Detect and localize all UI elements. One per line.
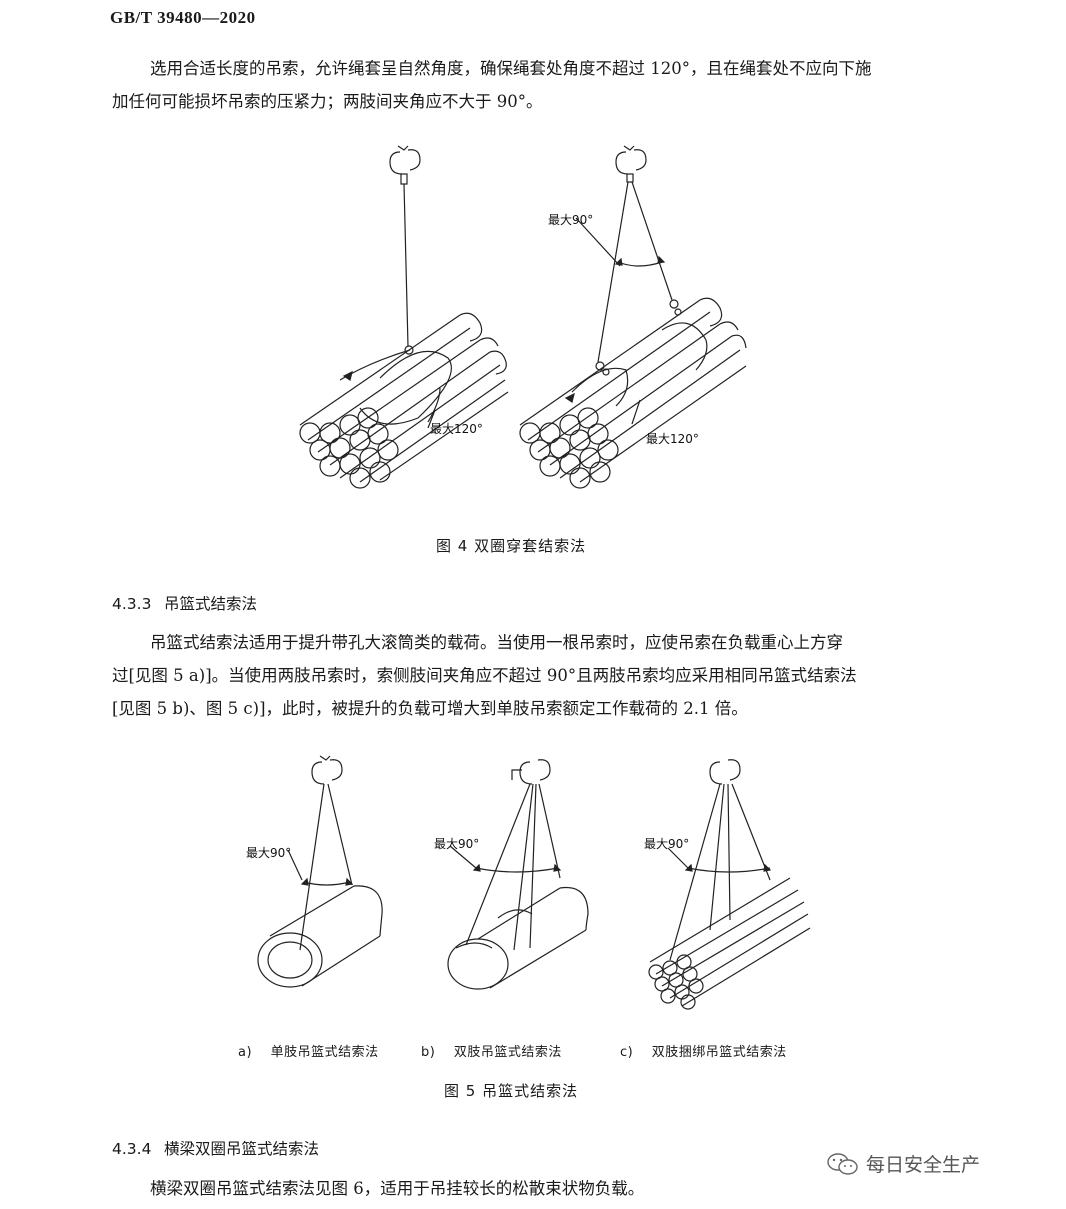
- paragraph-intro: 选用合适长度的吊索，允许绳套呈自然角度，确保绳套处角度不超过 120°，且在绳套…: [112, 52, 952, 118]
- label-max90-5a: 最大90°: [246, 846, 291, 860]
- paragraph-line: 加任何可能损坏吊索的压紧力；两肢间夹角应不大于 90°。: [112, 92, 543, 111]
- label-max90-fig4: 最大90°: [548, 213, 593, 227]
- subcaption-b: b) 双肢吊篮式结索法: [421, 1041, 562, 1060]
- subcaption-letter: c): [620, 1045, 634, 1060]
- figure-4-left-sling: [299, 145, 509, 489]
- label-max120-right: 最大120°: [646, 432, 699, 446]
- section-title: 吊篮式结索法: [164, 595, 258, 613]
- subcaption-letter: a): [238, 1045, 253, 1060]
- subcaption-letter: b): [421, 1045, 436, 1060]
- label-max90-5b: 最大90°: [434, 837, 479, 851]
- figure-5b-drawing: [447, 759, 589, 990]
- section-4-3-3-heading: 4.3.3 吊篮式结索法: [112, 592, 257, 614]
- subcaption-c: c) 双肢捆绑吊篮式结索法: [620, 1041, 787, 1060]
- paragraph-line: 吊篮式结索法适用于提升带孔大滚筒类的载荷。当使用一根吊索时，应使吊索在负载重心上…: [150, 633, 843, 652]
- paragraph-line: 横梁双圈吊篮式结索法见图 6，适用于吊挂较长的松散束状物负载。: [150, 1179, 645, 1198]
- subcaption-text: 双肢捆绑吊篮式结索法: [651, 1045, 787, 1060]
- paragraph-line: 过[见图 5 a)]。当使用两肢吊索时，索侧肢间夹角应不超过 90°且两肢吊索均…: [112, 666, 857, 685]
- paragraph-4-3-3: 吊篮式结索法适用于提升带孔大滚筒类的载荷。当使用一根吊索时，应使吊索在负载重心上…: [112, 626, 952, 725]
- standard-number: GB/T 39480—2020: [110, 8, 256, 27]
- figure-5c-drawing: [648, 759, 811, 1010]
- watermark-text: 每日安全生产: [866, 1154, 981, 1176]
- section-number: 4.3.3: [112, 595, 152, 613]
- figure-5a-drawing: [257, 755, 383, 988]
- section-number: 4.3.4: [112, 1140, 152, 1158]
- figure-4-right-sling: [519, 145, 747, 489]
- watermark: 每日安全生产: [826, 1150, 980, 1177]
- figure-5-caption: 图 5 吊篮式结索法: [444, 1082, 579, 1100]
- pipe-bundle-left: [299, 312, 509, 489]
- paragraph-4-3-4: 横梁双圈吊篮式结索法见图 6，适用于吊挂较长的松散束状物负载。: [112, 1172, 952, 1205]
- figure-4-illustration: 最大120° 最大90° 最大120°: [299, 145, 747, 489]
- subcaption-text: 双肢吊篮式结索法: [453, 1045, 562, 1060]
- subcaption-a: a) 单肢吊篮式结索法: [238, 1041, 379, 1060]
- pipe-bundle-right: [519, 297, 747, 489]
- paragraph-line: [见图 5 b)、图 5 c)]，此时，被提升的负载可增大到单肢吊索额定工作载荷…: [112, 699, 748, 718]
- label-max120-left: 最大120°: [430, 422, 483, 436]
- label-max90-5c: 最大90°: [644, 837, 689, 851]
- wechat-icon: [827, 1152, 858, 1175]
- figure-4-caption: 图 4 双圈穿套结索法: [436, 537, 587, 555]
- section-title: 横梁双圈吊篮式结索法: [164, 1140, 320, 1158]
- section-4-3-4-heading: 4.3.4 横梁双圈吊篮式结索法: [112, 1137, 319, 1159]
- figure-5-illustration: 最大90° 最大90° 最大90: [246, 755, 811, 1010]
- paragraph-line: 选用合适长度的吊索，允许绳套呈自然角度，确保绳套处角度不超过 120°，且在绳套…: [150, 59, 872, 78]
- subcaption-text: 单肢吊篮式结索法: [270, 1045, 379, 1060]
